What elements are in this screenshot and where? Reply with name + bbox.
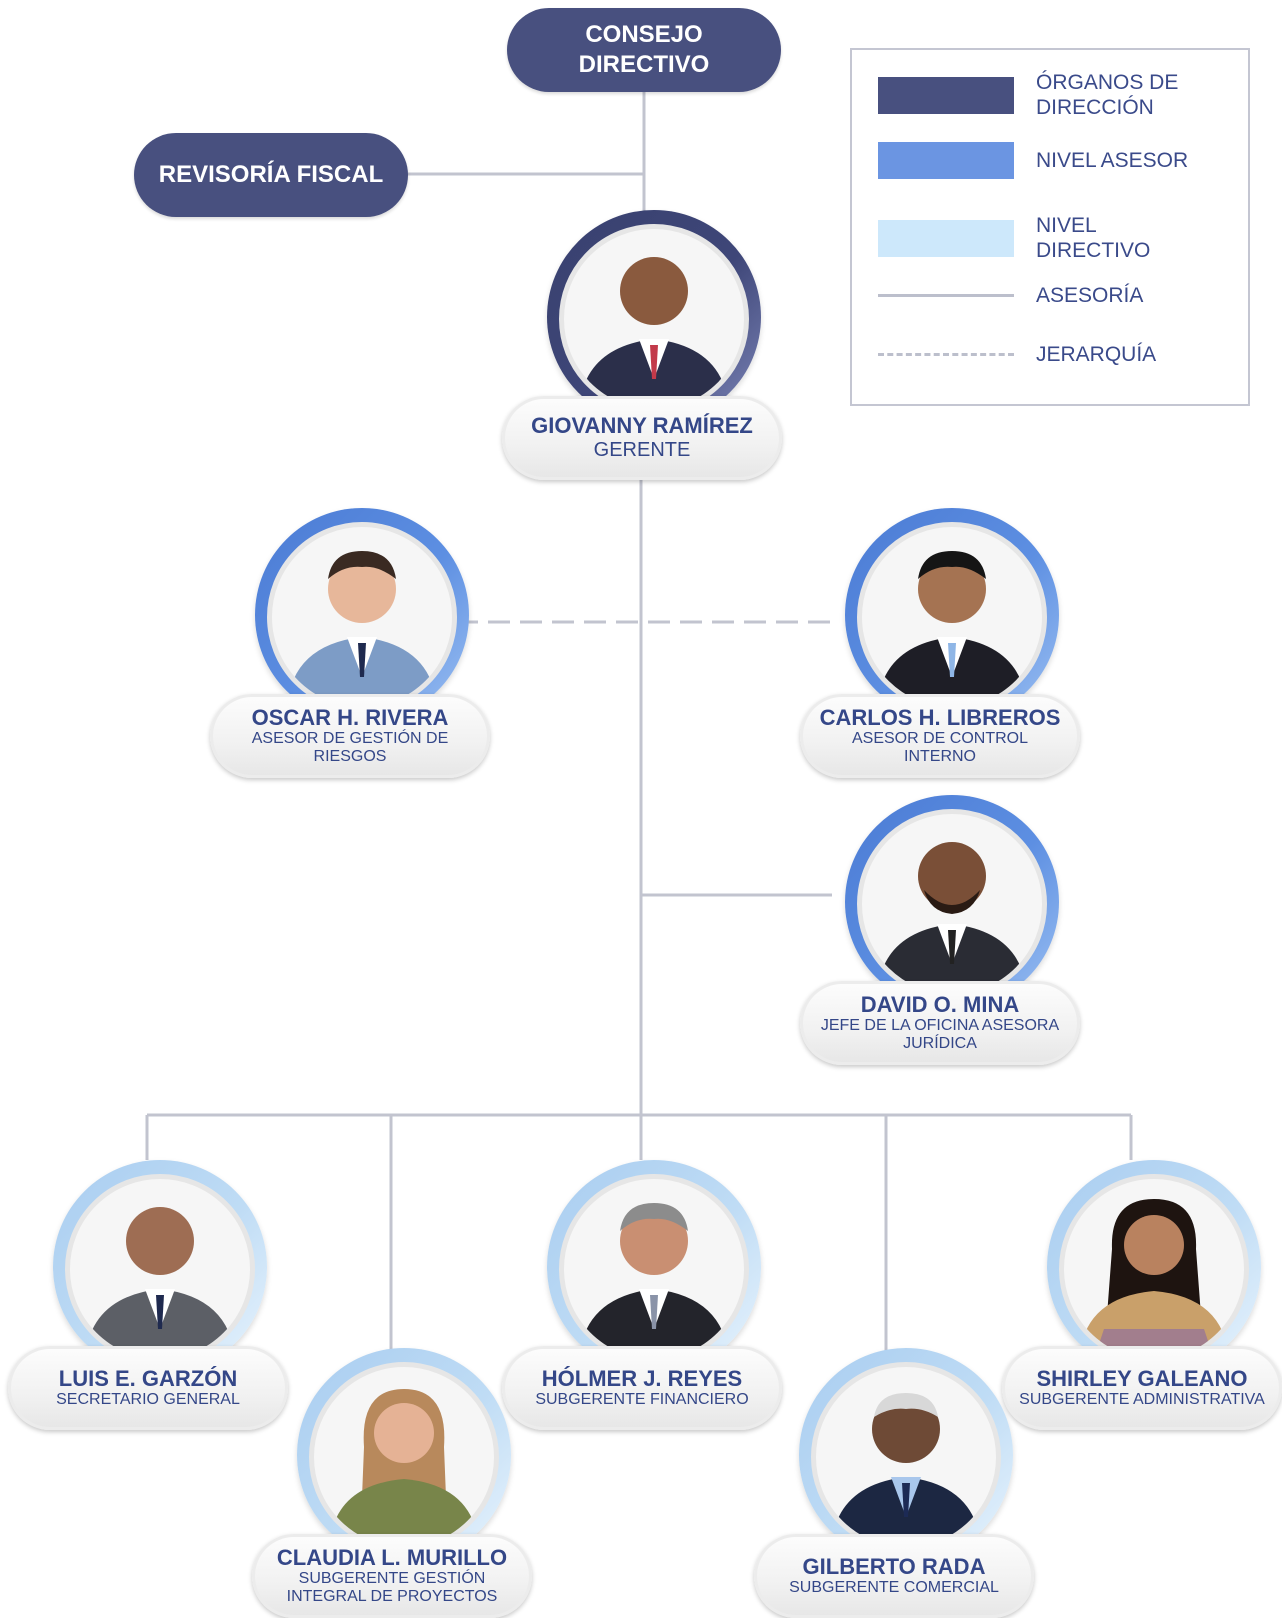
revisoria-fiscal-box: REVISORÍA FISCAL: [134, 133, 408, 217]
person-name: GIOVANNY RAMÍREZ: [531, 413, 753, 438]
legend-swatch-directivo: [878, 219, 1014, 257]
legend-dashed-line: [878, 353, 1014, 356]
legend-item: NIVEL DIRECTIVO: [878, 213, 1206, 263]
person-role: ASESOR DE CONTROL INTERNO: [851, 730, 1029, 765]
person-role: GERENTE: [593, 439, 691, 461]
avatar-ring: [547, 1160, 761, 1374]
legend-item: ASESORÍA: [878, 283, 1206, 308]
person-name: LUIS E. GARZÓN: [58, 1366, 238, 1391]
name-plate: GIOVANNY RAMÍREZ GERENTE: [502, 396, 782, 480]
avatar-photo: [1059, 1174, 1249, 1364]
person-role: SUBGERENTE FINANCIERO: [535, 1391, 749, 1408]
legend-label: JERARQUÍA: [1036, 343, 1157, 366]
avatar-photo: [65, 1174, 255, 1364]
person-name: CLAUDIA L. MURILLO: [276, 1545, 508, 1570]
legend-item: ÓRGANOS DE DIRECCIÓN: [878, 70, 1206, 120]
person-name: CARLOS H. LIBREROS: [819, 705, 1061, 730]
legend: ÓRGANOS DE DIRECCIÓN NIVEL ASESOR NIVEL …: [850, 48, 1250, 406]
name-plate: GILBERTO RADA SUBGERENTE COMERCIAL: [754, 1534, 1034, 1618]
person-role: JEFE DE LA OFICINA ASESORA JURÍDICA: [820, 1017, 1060, 1052]
person-name: GILBERTO RADA: [802, 1554, 986, 1579]
name-plate: CARLOS H. LIBREROS ASESOR DE CONTROL INT…: [800, 694, 1080, 778]
legend-swatch-asesor: [878, 142, 1014, 179]
person-role: SECRETARIO GENERAL: [56, 1391, 240, 1408]
legend-label: NIVEL DIRECTIVO: [1036, 214, 1151, 262]
name-plate: CLAUDIA L. MURILLO SUBGERENTE GESTIÓN IN…: [252, 1534, 532, 1618]
avatar-photo: [811, 1362, 1001, 1552]
legend-item: NIVEL ASESOR: [878, 142, 1206, 179]
person-name: SHIRLEY GALEANO: [1036, 1366, 1248, 1391]
avatar-photo: [559, 224, 749, 414]
avatar-ring: [1047, 1160, 1261, 1374]
name-plate: DAVID O. MINA JEFE DE LA OFICINA ASESORA…: [800, 981, 1080, 1065]
person-name: OSCAR H. RIVERA: [251, 705, 449, 730]
avatar-photo: [559, 1174, 749, 1364]
name-plate: SHIRLEY GALEANO SUBGERENTE ADMINISTRATIV…: [1002, 1346, 1282, 1430]
legend-item: JERARQUÍA: [878, 342, 1206, 367]
legend-label: ASESORÍA: [1036, 284, 1144, 307]
legend-label: ÓRGANOS DE DIRECCIÓN: [1036, 71, 1179, 119]
consejo-directivo-box: CONSEJO DIRECTIVO: [507, 8, 781, 92]
avatar-photo: [309, 1362, 499, 1552]
person-name: DAVID O. MINA: [860, 992, 1020, 1017]
name-plate: LUIS E. GARZÓN SECRETARIO GENERAL: [8, 1346, 288, 1430]
legend-solid-line: [878, 294, 1014, 297]
avatar-ring: [297, 1348, 511, 1562]
avatar-ring: [799, 1348, 1013, 1562]
name-plate: OSCAR H. RIVERA ASESOR DE GESTIÓN DE RIE…: [210, 694, 490, 778]
avatar-ring: [53, 1160, 267, 1374]
person-role: ASESOR DE GESTIÓN DE RIESGOS: [251, 730, 449, 765]
person-role: SUBGERENTE COMERCIAL: [789, 1579, 999, 1596]
avatar-ring: [845, 795, 1059, 1009]
person-role: SUBGERENTE GESTIÓN INTEGRAL DE PROYECTOS: [286, 1570, 498, 1605]
name-plate: HÓLMER J. REYES SUBGERENTE FINANCIERO: [502, 1346, 782, 1430]
avatar-ring: [255, 508, 469, 722]
person-role: SUBGERENTE ADMINISTRATIVA: [1019, 1391, 1265, 1408]
avatar-photo: [267, 522, 457, 712]
legend-label: NIVEL ASESOR: [1036, 149, 1189, 172]
avatar-ring: [547, 210, 761, 424]
avatar-photo: [857, 809, 1047, 999]
legend-swatch-direccion: [878, 76, 1014, 114]
avatar-photo: [857, 522, 1047, 712]
avatar-ring: [845, 508, 1059, 722]
person-name: HÓLMER J. REYES: [541, 1366, 743, 1391]
